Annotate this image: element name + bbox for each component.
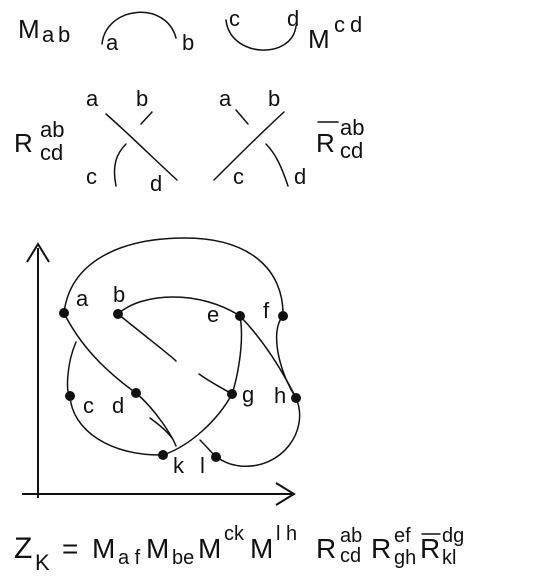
formula-K: K — [35, 550, 50, 575]
formula-M4: M — [250, 533, 273, 564]
minimum-end-left: c — [229, 6, 240, 31]
formula-R3-sup: dg — [442, 525, 464, 547]
point-f — [278, 311, 288, 321]
crossing-neg-sup: ab — [340, 115, 364, 140]
formula-R1-sup: ab — [340, 525, 362, 547]
point-e — [235, 311, 245, 321]
formula-M3: M — [198, 533, 221, 564]
crossing-pos-sup: ab — [40, 117, 64, 142]
point-g — [227, 389, 237, 399]
maximum-end-right: b — [182, 30, 194, 55]
label-b: b — [113, 282, 125, 307]
crossing-neg-b: b — [268, 86, 280, 111]
maximum-end-left: a — [106, 30, 119, 55]
crossing-pos-b: b — [136, 86, 148, 111]
label-d: d — [112, 393, 124, 418]
crossing-pos-R: R — [14, 128, 33, 158]
crossing-neg-sub: cd — [340, 138, 363, 163]
maximum-cap — [101, 11, 177, 45]
minimum-sup1: c — [334, 12, 345, 37]
maximum-sub2: b — [58, 22, 70, 47]
minimum-end-right: d — [287, 6, 299, 31]
formula-M1: M — [92, 533, 115, 564]
label-l: l — [200, 453, 205, 478]
crossing-pos-d: d — [150, 171, 162, 196]
formula-M4-sup: l h — [276, 523, 297, 545]
formula-R3: R — [420, 533, 440, 564]
point-c — [65, 391, 75, 401]
label-f: f — [263, 298, 270, 323]
minimum-sup2: d — [350, 12, 362, 37]
knot-under-near-k — [149, 417, 173, 439]
crossing-pos-overstrand — [105, 113, 178, 181]
knot-arc-af — [63, 237, 284, 317]
formula-M3-sup: ck — [224, 523, 245, 545]
y-axis-arrow — [26, 242, 50, 263]
crossing-neg-under-bottom — [265, 143, 289, 187]
crossing-neg-overstrand — [213, 111, 285, 181]
axes — [22, 242, 296, 506]
knot-strand-g-under — [198, 373, 233, 395]
knot-strand-f-l — [215, 315, 301, 467]
knot-strand-e-h — [239, 315, 297, 399]
formula-Z: Z — [14, 532, 32, 565]
point-b — [113, 309, 123, 319]
maximum-sub1: a — [42, 22, 55, 47]
label-a: a — [76, 286, 89, 311]
formula-R2-sup: ef — [394, 525, 411, 547]
positive-crossing: R ab cd a b c d — [14, 86, 178, 196]
maximum-element: M a b a b — [18, 11, 194, 55]
x-axis-arrow — [275, 482, 296, 506]
formula-R2-sub: gh — [394, 547, 416, 569]
crossing-neg-d: d — [294, 164, 306, 189]
formula-M1-sub: a f — [118, 547, 141, 569]
crossing-neg-c: c — [233, 164, 244, 189]
crossing-neg-a: a — [219, 86, 232, 111]
formula-M2: M — [146, 533, 169, 564]
formula-R1-sub: cd — [340, 545, 361, 567]
crossing-pos-a: a — [86, 86, 99, 111]
crossing-neg-under-top — [235, 109, 249, 125]
label-h: h — [274, 383, 286, 408]
formula-R2: R — [371, 533, 391, 564]
minimum-element: c d M c d — [225, 6, 362, 54]
invariant-formula: Z K = M a f M be M ck M l h R ab cd R ef… — [14, 523, 464, 575]
knot-projection: a b c d e f g h k l — [59, 237, 301, 478]
formula-R3-sub: kl — [442, 547, 456, 569]
point-l — [211, 452, 221, 462]
crossing-pos-under-top — [140, 111, 153, 125]
crossing-pos-sub: cd — [40, 140, 63, 165]
point-k — [158, 450, 168, 460]
minimum-cup — [225, 19, 297, 51]
crossing-neg-R: R — [316, 128, 335, 158]
label-e: e — [207, 302, 219, 327]
label-k: k — [173, 453, 185, 478]
label-c: c — [83, 393, 94, 418]
maximum-M: M — [18, 14, 40, 44]
negative-crossing: a b c d R ab cd — [213, 86, 364, 189]
point-a — [59, 308, 69, 318]
point-d — [131, 388, 141, 398]
formula-equals: = — [62, 533, 78, 564]
knot-strand-c-k — [66, 341, 164, 456]
knot-strand-e-k — [162, 315, 243, 456]
formula-R1: R — [316, 533, 336, 564]
crossing-pos-under-bottom — [113, 143, 127, 187]
crossing-pos-c: c — [86, 164, 97, 189]
knot-strand-b-under — [117, 313, 177, 362]
label-g: g — [242, 382, 254, 407]
point-h — [291, 393, 301, 403]
minimum-M: M — [308, 24, 330, 54]
formula-M2-sub: be — [172, 547, 194, 569]
knot-arc-be — [117, 296, 241, 317]
